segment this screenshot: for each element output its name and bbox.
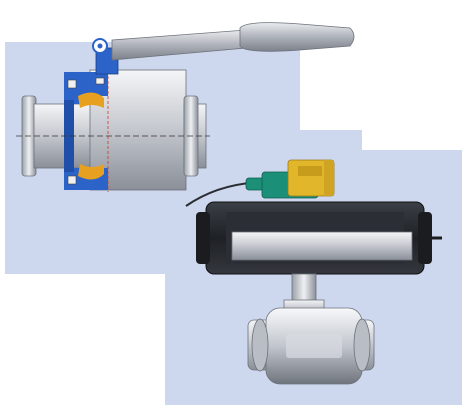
manual-valve-cutaway xyxy=(16,22,355,192)
position-sensor xyxy=(261,159,335,199)
seat-top xyxy=(78,92,104,108)
seat-bottom xyxy=(78,164,104,180)
actuated-valve xyxy=(185,159,442,385)
handle-grip xyxy=(239,22,355,52)
valve-body xyxy=(247,307,375,385)
actuator-nameplate-band xyxy=(231,231,413,261)
